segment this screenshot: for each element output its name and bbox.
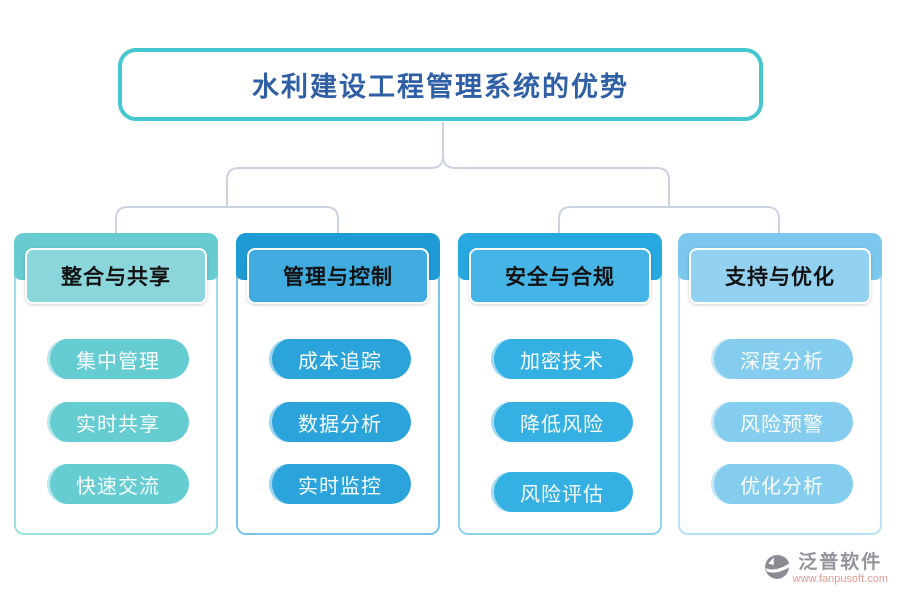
- branch-title-box: 管理与控制: [247, 248, 429, 304]
- leaf-label: 优化分析: [740, 475, 824, 498]
- leaf-node: 成本追踪: [269, 339, 411, 379]
- branch-integration-sharing: 整合与共享 集中管理 实时共享 快速交流: [14, 233, 218, 535]
- leaf-label: 风险预警: [740, 413, 824, 436]
- leaf-node: 数据分析: [269, 402, 411, 442]
- branch-title-box: 安全与合规: [469, 248, 651, 304]
- branch-title: 管理与控制: [283, 265, 393, 289]
- leaf-node: 快速交流: [47, 464, 189, 504]
- leaf-label: 风险评估: [520, 483, 604, 506]
- branch-support-optimization: 支持与优化 深度分析 风险预警 优化分析: [678, 233, 882, 535]
- brand-watermark: 泛普软件 www.fanpusoft.com: [764, 553, 888, 586]
- leaf-label: 降低风险: [520, 413, 604, 436]
- leaf-node: 加密技术: [491, 339, 633, 379]
- branch-management-control: 管理与控制 成本追踪 数据分析 实时监控: [236, 233, 440, 535]
- branch-title-box: 整合与共享: [25, 248, 207, 304]
- diagram-title: 水利建设工程管理系统的优势: [252, 72, 629, 102]
- leaf-node: 集中管理: [47, 339, 189, 379]
- leaf-label: 数据分析: [298, 413, 382, 436]
- branch-title: 支持与优化: [725, 265, 835, 289]
- leaf-label: 实时共享: [76, 413, 160, 436]
- leaf-node: 风险预警: [711, 402, 853, 442]
- leaf-label: 集中管理: [76, 350, 160, 373]
- leaf-node: 风险评估: [491, 472, 633, 512]
- brand-url: www.fanpusoft.com: [792, 573, 888, 585]
- fanpu-logo-icon: [764, 555, 789, 579]
- leaf-label: 成本追踪: [298, 350, 382, 373]
- branch-title-box: 支持与优化: [689, 248, 871, 304]
- branch-title: 安全与合规: [505, 265, 615, 289]
- leaf-label: 快速交流: [76, 475, 160, 498]
- leaf-label: 加密技术: [520, 350, 604, 373]
- leaf-node: 深度分析: [711, 339, 853, 379]
- leaf-node: 实时共享: [47, 402, 189, 442]
- branch-security-compliance: 安全与合规 加密技术 降低风险 风险评估: [458, 233, 662, 535]
- leaf-label: 实时监控: [298, 475, 382, 498]
- brand-name: 泛普软件: [798, 552, 883, 573]
- leaf-node: 降低风险: [491, 402, 633, 442]
- leaf-node: 优化分析: [711, 464, 853, 504]
- branch-title: 整合与共享: [61, 265, 171, 289]
- leaf-label: 深度分析: [740, 350, 824, 373]
- leaf-node: 实时监控: [269, 464, 411, 504]
- diagram-title-box: 水利建设工程管理系统的优势: [118, 48, 763, 121]
